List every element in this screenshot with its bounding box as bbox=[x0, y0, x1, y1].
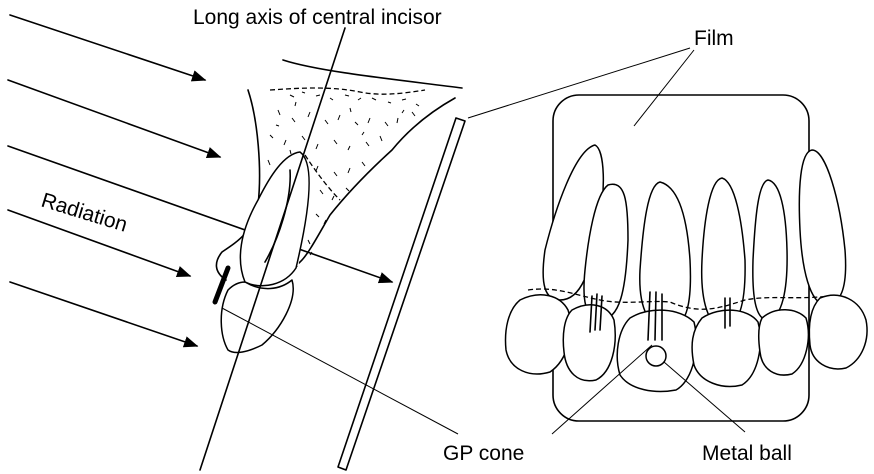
crown-canine-right bbox=[759, 310, 809, 375]
crown-lateral-right-outer bbox=[809, 295, 867, 369]
radiation-arrow-2 bbox=[8, 80, 220, 157]
root-central-left bbox=[640, 182, 691, 330]
crown-lateral-left-outer bbox=[506, 295, 571, 374]
incisor-crown bbox=[221, 280, 293, 352]
radiation-arrow-5 bbox=[10, 282, 197, 346]
gp-cone-leader-left bbox=[222, 308, 458, 434]
palatal-bone-outline bbox=[300, 98, 455, 262]
label-radiation: Radiation bbox=[39, 189, 131, 237]
radiation-arrows bbox=[8, 15, 392, 346]
radiograph-frontal-view bbox=[506, 95, 868, 421]
film-leader-1 bbox=[468, 48, 690, 118]
maxilla-outline bbox=[283, 60, 462, 88]
radiation-arrow-1 bbox=[10, 15, 205, 80]
root-central-right bbox=[702, 178, 745, 328]
metal-ball bbox=[646, 346, 666, 366]
incisor-section bbox=[200, 28, 462, 470]
label-gp-cone: GP cone bbox=[443, 442, 524, 465]
crown-central-right bbox=[692, 310, 760, 386]
label-film: Film bbox=[694, 27, 734, 50]
film-leader-2 bbox=[634, 50, 694, 126]
crown-lateral-left bbox=[563, 305, 615, 381]
alveolar-bone-crest bbox=[270, 88, 425, 94]
label-long-axis: Long axis of central incisor bbox=[193, 6, 442, 29]
film-side-view bbox=[338, 118, 465, 470]
long-axis-line bbox=[200, 28, 345, 470]
root-lateral-right bbox=[799, 150, 845, 305]
label-metal-ball: Metal ball bbox=[702, 442, 792, 465]
incisor-root bbox=[240, 152, 309, 286]
root-canine-right bbox=[753, 180, 787, 320]
